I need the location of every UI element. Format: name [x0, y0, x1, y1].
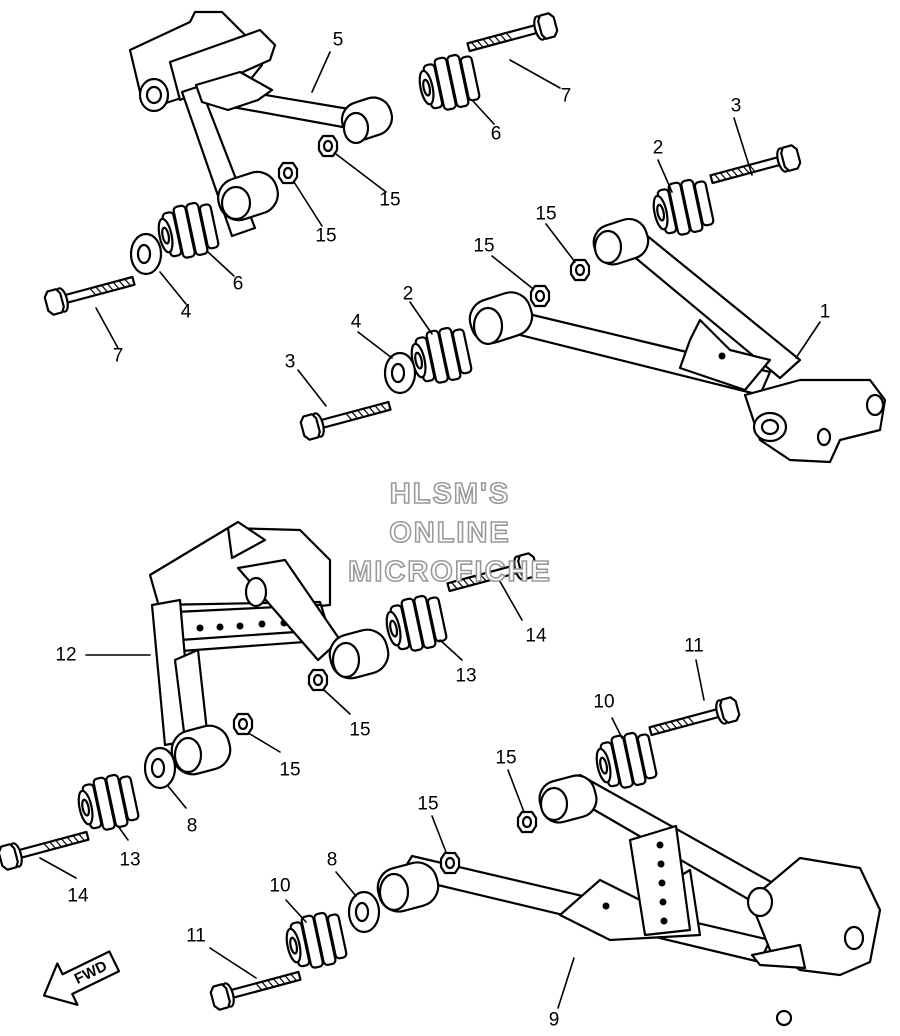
callout-15-c: 15 [535, 204, 556, 225]
lower-callouts: 12 14 13 15 15 8 13 14 11 10 15 15 8 10 … [55, 626, 703, 1031]
upper-callouts: 5 7 6 3 2 15 15 15 15 6 4 7 2 4 3 1 [113, 30, 831, 373]
callout-6-left: 6 [233, 274, 244, 295]
upper-bushing-2b [406, 323, 475, 389]
callout-11-right: 11 [684, 636, 704, 657]
callout-15-h: 15 [417, 794, 438, 815]
callout-4-center: 4 [351, 312, 362, 333]
upper-front-arm [128, 10, 394, 238]
upper-nut-15d [529, 284, 551, 308]
callout-1: 1 [820, 302, 831, 323]
lower-nut-15d [439, 851, 461, 875]
callout-7-left: 7 [113, 346, 124, 367]
callout-13-top: 13 [455, 666, 476, 687]
lower-washer-8a [143, 746, 177, 790]
callout-7-top: 7 [561, 86, 572, 107]
upper-leader-lines [95, 51, 821, 407]
callout-8-center: 8 [327, 850, 338, 871]
callout-4-left: 4 [181, 302, 192, 323]
lower-bushing-10b [281, 908, 350, 974]
callout-8-left: 8 [187, 816, 198, 837]
upper-nut-15b [277, 161, 299, 185]
callout-2-right: 2 [653, 138, 664, 159]
callout-10-left: 10 [269, 876, 290, 897]
watermark-line-3: MICROFICHE [348, 556, 552, 588]
lower-bolt-14b [0, 823, 92, 872]
lower-leader-lines [39, 577, 705, 1009]
lower-bushing-10a [591, 728, 660, 794]
fwd-arrow: FWD [42, 950, 121, 1006]
upper-bolt-7b [42, 268, 138, 317]
arrow-icon [42, 950, 121, 1006]
callout-15-d: 15 [473, 236, 494, 257]
callout-13-left: 13 [119, 850, 140, 871]
callout-15-a: 15 [379, 190, 400, 211]
lower-bushing-13a [381, 591, 450, 657]
upper-washer-4b [383, 351, 417, 395]
watermark: HLSM'S ONLINE MICROFICHE [347, 477, 552, 589]
lower-bushing-13b [73, 770, 142, 836]
upper-nut-15a [317, 134, 339, 158]
watermark-line-2: ONLINE [389, 517, 511, 549]
upper-bolt-7a [464, 11, 560, 60]
lower-washer-8b [347, 890, 381, 934]
upper-bolt-3b [298, 393, 394, 442]
lower-nut-15b [232, 712, 254, 736]
callout-14-left: 14 [67, 886, 89, 907]
callout-10-right: 10 [593, 692, 614, 713]
upper-nut-15c [569, 258, 591, 282]
callout-9: 9 [549, 1010, 560, 1031]
upper-bushing-6a [414, 50, 483, 116]
upper-bushing-2a [648, 175, 717, 241]
callout-6-top: 6 [491, 124, 502, 145]
lower-bolt-11b [208, 963, 304, 1012]
callout-3-left: 3 [285, 352, 296, 373]
callout-15-b: 15 [315, 226, 336, 247]
callout-14-top: 14 [525, 626, 547, 647]
upper-washer-4a [129, 232, 163, 276]
lower-nut-15a [307, 668, 329, 692]
lower-rear-arm [376, 773, 882, 1027]
callout-11-left: 11 [186, 926, 206, 947]
watermark-line-1: HLSM'S [390, 478, 510, 510]
callout-15-e: 15 [349, 720, 370, 741]
callout-5: 5 [333, 30, 344, 51]
upper-rear-arm [468, 217, 887, 464]
lower-bolt-11a [646, 695, 742, 744]
callout-2-left: 2 [403, 284, 414, 305]
callout-15-f: 15 [279, 760, 300, 781]
callout-12: 12 [55, 645, 76, 666]
lower-nut-15c [516, 810, 538, 834]
lower-front-arm [148, 520, 390, 776]
callout-3-right: 3 [731, 96, 742, 117]
callout-15-g: 15 [495, 748, 516, 769]
upper-bolt-3a [707, 143, 803, 192]
